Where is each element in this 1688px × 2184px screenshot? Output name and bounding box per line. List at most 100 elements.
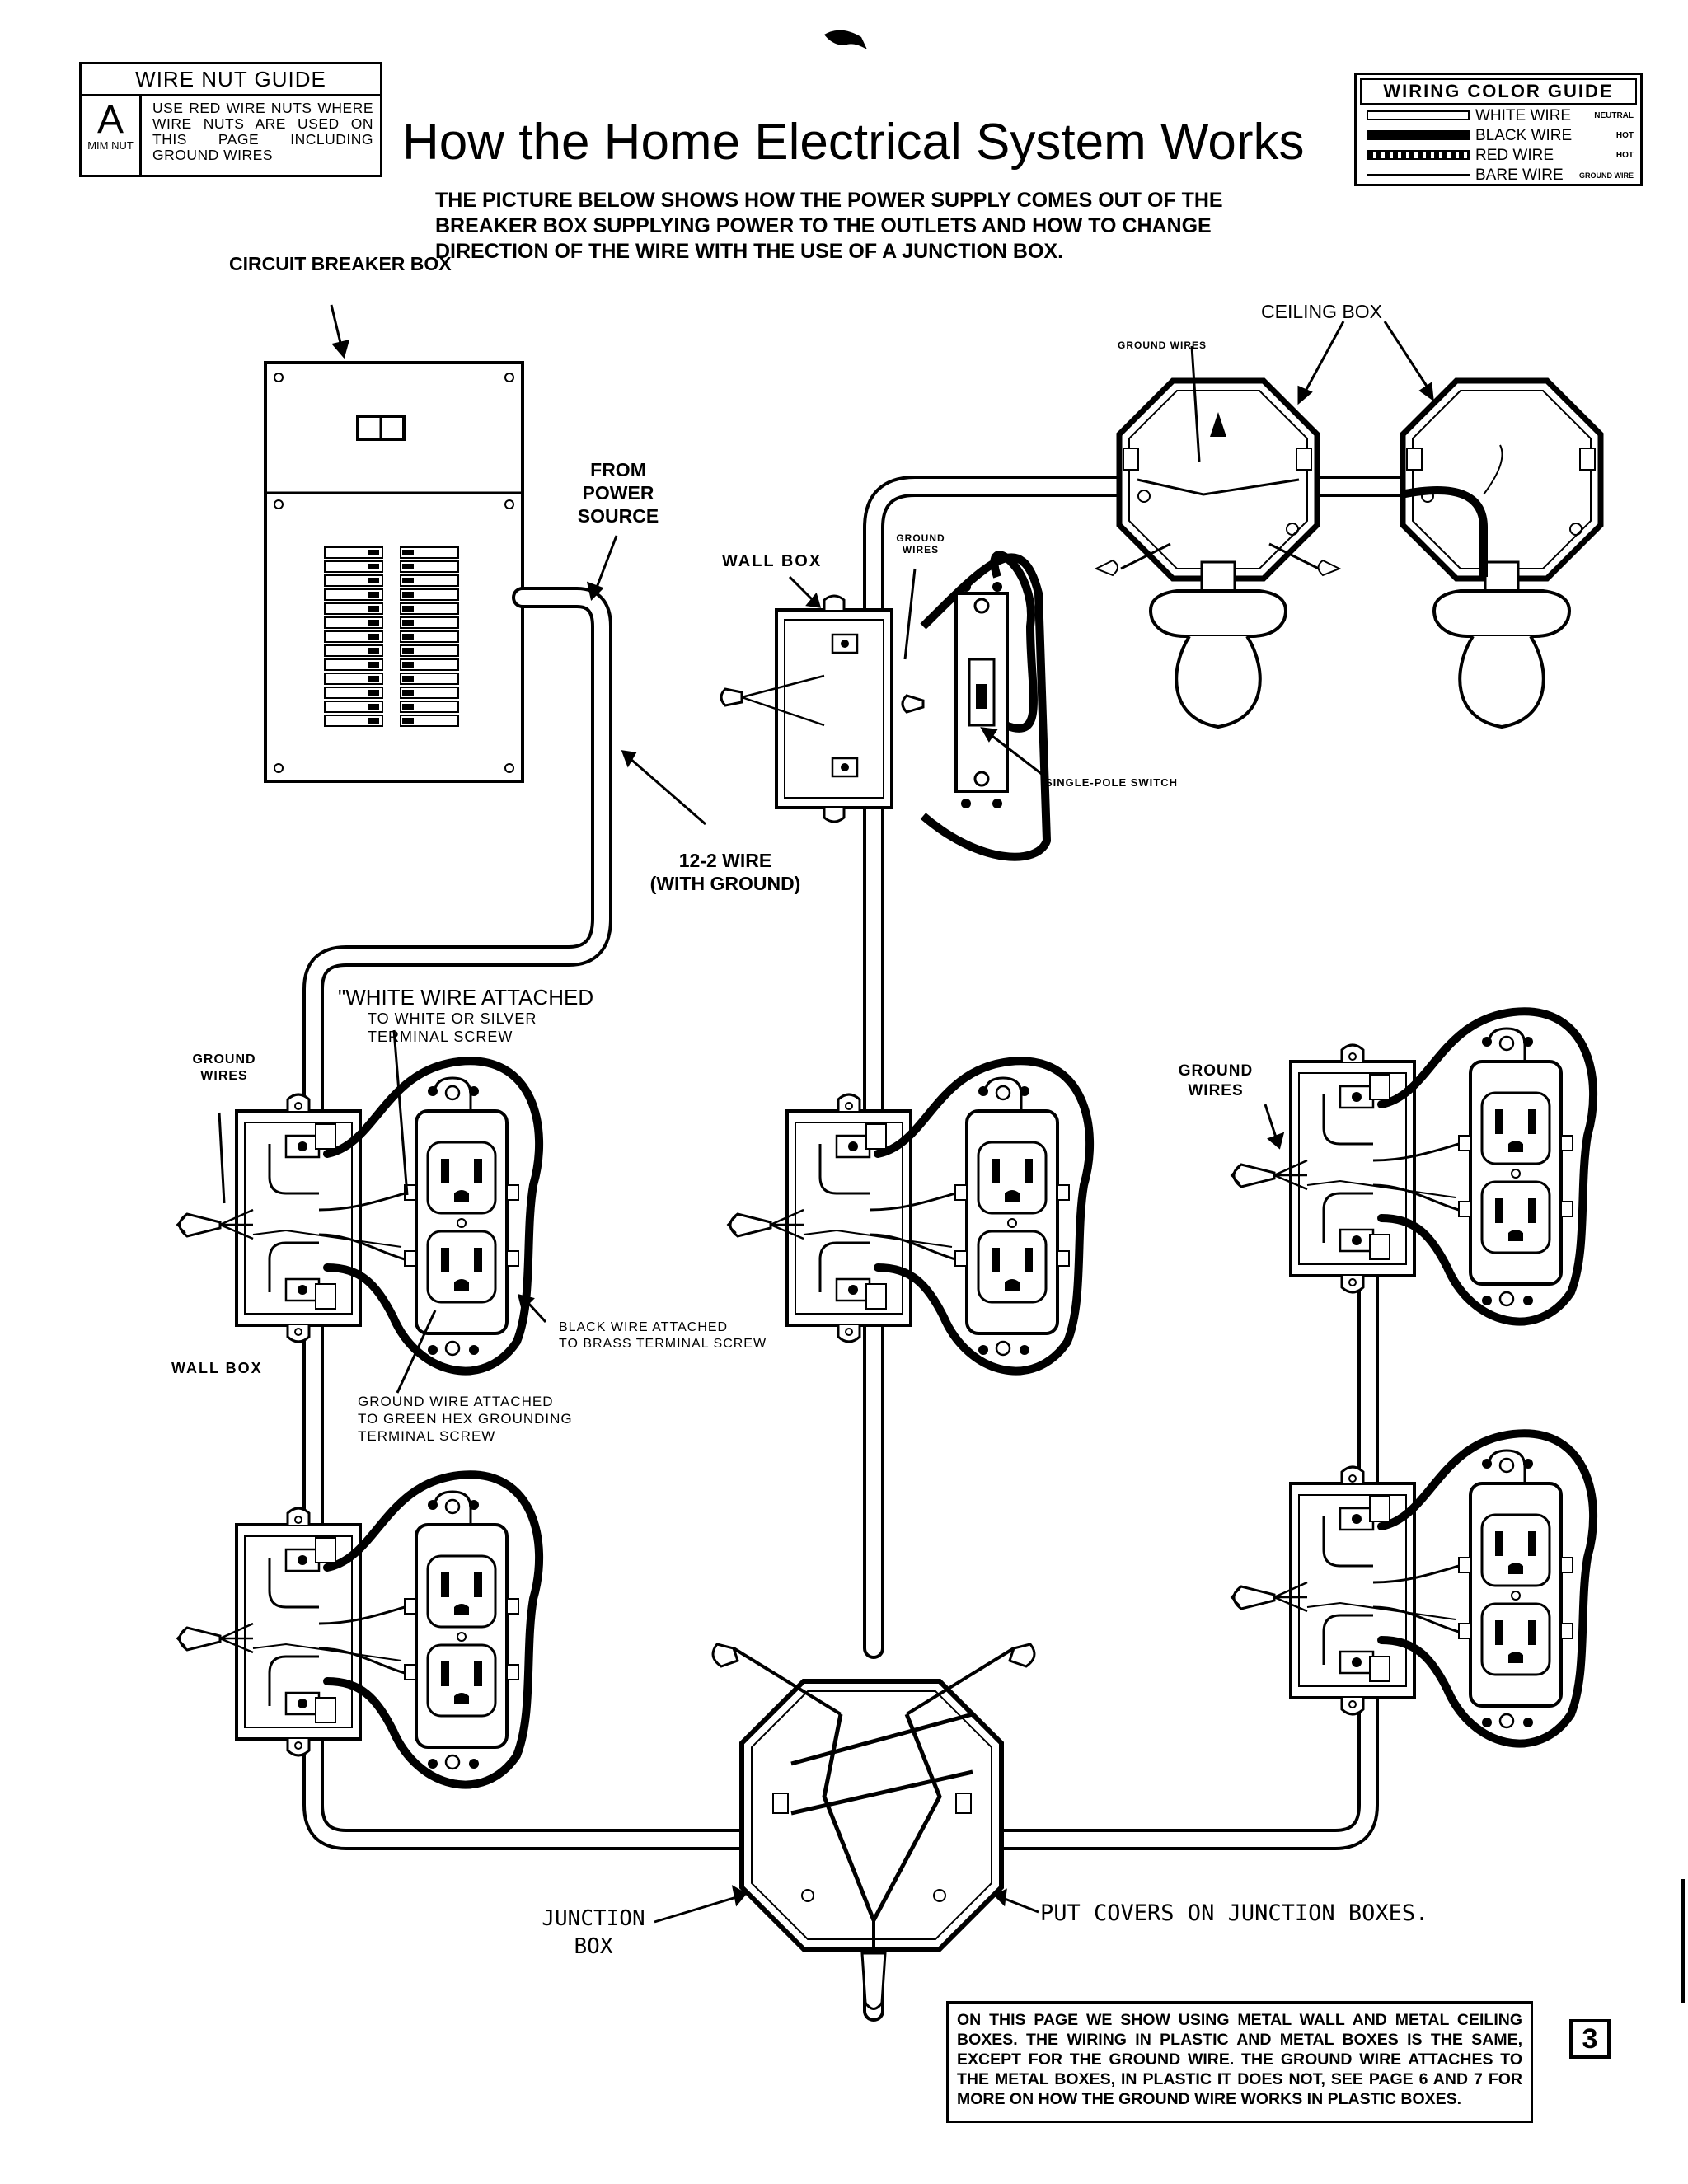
label-ground-wires-right: GROUND WIRES (1178, 1062, 1254, 1099)
page-title: How the Home Electrical System Works (402, 114, 1305, 171)
label-junction: JUNCTION (542, 1906, 645, 1931)
breaker-toggle (368, 592, 379, 598)
breaker-toggle (402, 718, 414, 724)
breaker-slot (400, 546, 459, 559)
breaker-toggle (368, 718, 379, 724)
breaker-toggle (402, 690, 414, 696)
breaker-toggle (402, 592, 414, 598)
breaker-slot (400, 673, 459, 685)
page-number: 3 (1569, 2019, 1611, 2059)
label-white-wire-3: TERMINAL SCREW (368, 1029, 513, 1045)
breaker-toggle (402, 564, 414, 569)
label-box: BOX (574, 1934, 613, 1959)
intro-text: THE PICTURE BELOW SHOWS HOW THE POWER SU… (435, 189, 1223, 263)
label-white-wire-1: "WHITE WIRE ATTACHED (338, 985, 594, 1010)
white-wire-swatch (1367, 110, 1470, 120)
footnote-box: ON THIS PAGE WE SHOW USING METAL WALL AN… (946, 2001, 1533, 2123)
label-ground-wire-2: TO GREEN HEX GROUNDING (358, 1411, 573, 1427)
breaker-toggle (368, 648, 379, 654)
breaker-slot (400, 588, 459, 601)
outlet-box-left-top (177, 1061, 539, 1371)
breaker-toggle (402, 620, 414, 626)
breaker-slot (400, 687, 459, 699)
breaker-slot (400, 602, 459, 615)
breaker-toggle (368, 634, 379, 640)
breaker-toggle (368, 690, 379, 696)
white-wire-tag: NEUTRAL (1594, 111, 1634, 120)
breaker-slot (400, 574, 459, 587)
bare-wire-swatch (1367, 174, 1470, 176)
wire-nut-letter-cell: A MIM NUT (82, 94, 142, 175)
label-put-covers: PUT COVERS ON JUNCTION BOXES. (1040, 1900, 1429, 1926)
label-ceiling-box: CEILING BOX (1261, 301, 1382, 322)
color-row-red: RED WIRE HOT (1367, 146, 1635, 166)
ceiling-box-2 (1401, 381, 1601, 727)
outlet-box-right-top (1231, 1011, 1593, 1321)
breaker-toggle (368, 704, 379, 710)
breaker-slot (400, 701, 459, 713)
color-row-white: WHITE WIRE NEUTRAL (1367, 106, 1635, 126)
wiring-color-guide: WIRING COLOR GUIDE WHITE WIRE NEUTRAL BL… (1354, 73, 1643, 186)
label-ground-wires-ceiling: GROUND WIRES (1118, 340, 1207, 351)
black-wire-label: BLACK WIRE (1475, 127, 1573, 144)
wire-nut-guide: WIRE NUT GUIDE A MIM NUT USE RED WIRE NU… (79, 62, 382, 177)
color-row-bare: BARE WIRE GROUND WIRE (1367, 166, 1635, 185)
label-ground-wire-3: TERMINAL SCREW (358, 1428, 496, 1444)
breaker-toggle (368, 550, 379, 555)
breaker-toggle (368, 606, 379, 612)
breaker-toggle (368, 676, 379, 682)
outlet-box-left-bottom (177, 1474, 539, 1784)
label-ground-wires-left: GROUND WIRES (192, 1052, 256, 1083)
breaker-toggle (402, 550, 414, 555)
label-wall-box-top: WALL BOX (722, 552, 823, 570)
label-ground-wire-1: GROUND WIRE ATTACHED (358, 1394, 554, 1409)
ceiling-box-1 (1094, 381, 1342, 727)
breaker-toggle (368, 578, 379, 583)
wire-nut-letter: A (96, 98, 124, 142)
breaker-toggle (402, 676, 414, 682)
pointer-arrows (218, 304, 1434, 1924)
breaker-slot (400, 644, 459, 657)
breaker-toggle (368, 620, 379, 626)
label-from-power-source: FROM POWER SOURCE (577, 459, 659, 527)
bare-wire-tag: GROUND WIRE (1579, 171, 1634, 180)
switch-wall-box (720, 551, 1052, 861)
breaker-slot (400, 616, 459, 629)
label-wall-box-left: WALL BOX (171, 1360, 263, 1376)
breaker-slot (400, 560, 459, 573)
label-single-pole-switch: SINGLE-POLE SWITCH (1045, 776, 1178, 789)
wiring-color-guide-heading: WIRING COLOR GUIDE (1360, 78, 1637, 105)
cable-runs (302, 476, 1412, 2022)
breaker-toggle (402, 578, 414, 583)
wire-nut-guide-heading: WIRE NUT GUIDE (82, 64, 380, 96)
red-wire-swatch (1367, 150, 1470, 160)
outlet-box-center (728, 1061, 1090, 1371)
wire-nut-guide-text: USE RED WIRE NUTS WHERE WIRE NUTS ARE US… (152, 100, 373, 163)
breaker-slot (400, 715, 459, 727)
top-mark (824, 30, 867, 49)
label-circuit-breaker-box: CIRCUIT BREAKER BOX (229, 253, 452, 274)
label-12-2-wire: 12-2 WIRE (678, 850, 772, 871)
breaker-toggle (368, 564, 379, 569)
outlet-box-right-bottom (1231, 1433, 1593, 1743)
color-row-black: BLACK WIRE HOT (1367, 126, 1635, 146)
black-wire-tag: HOT (1615, 131, 1634, 140)
breaker-toggle (402, 634, 414, 640)
breaker-toggle (402, 704, 414, 710)
label-black-wire-2: TO BRASS TERMINAL SCREW (559, 1337, 767, 1351)
wire-nut-brand: MIM NUT (87, 139, 134, 152)
breaker-slot (400, 658, 459, 671)
breaker-toggle (368, 662, 379, 668)
black-wire-swatch (1367, 130, 1470, 140)
circuit-breaker-box (264, 361, 524, 783)
breaker-toggle (402, 662, 414, 668)
bare-wire-label: BARE WIRE (1475, 166, 1564, 184)
label-white-wire-2: TO WHITE OR SILVER (368, 1010, 537, 1027)
white-wire-label: WHITE WIRE (1475, 107, 1572, 124)
breaker-slot (400, 630, 459, 643)
junction-box (711, 1643, 1036, 2010)
label-black-wire-1: BLACK WIRE ATTACHED (559, 1320, 729, 1334)
breaker-toggle (402, 606, 414, 612)
label-ground-wires-switch: GROUND WIRES (896, 532, 945, 555)
